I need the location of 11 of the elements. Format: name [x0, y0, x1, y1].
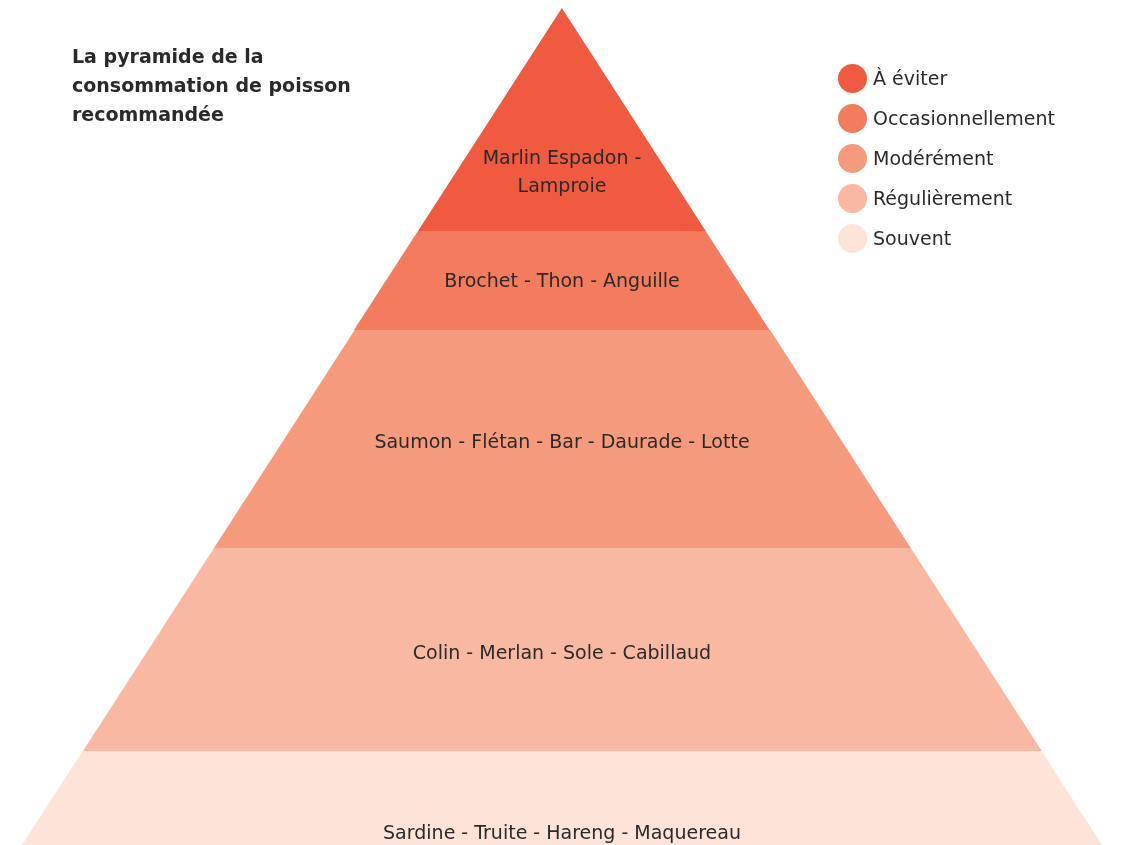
fish-names: Marlin Espadon - Lamproie [481, 145, 643, 198]
fish-names: Sardine - Truite - Hareng - Maquereau [383, 820, 741, 845]
diagram-title: La pyramide de la consommation de poisson recommandée [72, 44, 352, 127]
fish-names: Saumon - Flétan - Bar - Daurade - Lotte [374, 429, 750, 454]
legend-label: Régulièrement [873, 186, 1013, 211]
fish-names: Colin - Merlan - Sole - Cabillaud [412, 640, 712, 665]
legend-label: Souvent [873, 226, 952, 251]
fish-names: Brochet - Thon - Anguille [444, 268, 680, 293]
legend-label: Modérément [873, 146, 994, 171]
legend-label: À éviter [873, 66, 948, 91]
legend-label: Occasionnellement [873, 106, 1055, 131]
